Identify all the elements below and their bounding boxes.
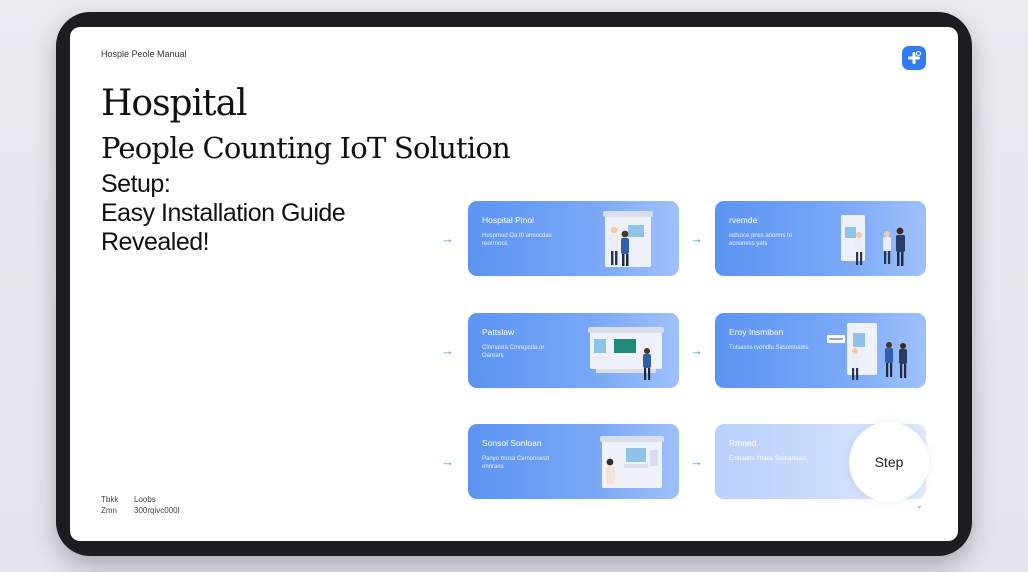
arrow-icon: →	[441, 343, 454, 358]
page-subtitle: People Counting IoT Solution	[101, 131, 511, 165]
step-card-4[interactable]: Eroy Insmiban Tulsasss rvondlu Sasoinoam…	[715, 313, 926, 388]
step-card-title: Pattslaw	[482, 327, 515, 337]
sign-and-kiosk-illustration	[827, 323, 907, 380]
tagline-line-2: Easy Installation Guide	[101, 199, 346, 227]
step-button-label: Step	[874, 454, 904, 470]
step-button[interactable]: Step	[849, 422, 929, 502]
step-card-title: Hospital Pinol	[482, 215, 534, 225]
arrow-icon: →	[690, 454, 703, 469]
step-card-3[interactable]: Pattslaw Clnmaora Cmrepcda or Oanrars	[468, 313, 679, 388]
manual-label: Hosple Peole Manual	[101, 49, 187, 59]
plus-logo-icon	[902, 46, 926, 70]
step-card-1[interactable]: Hospital Pinol Hospmod Oa t0 annocdas re…	[468, 201, 679, 276]
reception-counter-illustration	[600, 436, 664, 488]
step-card-description: wdsoce pnss anorms to acnoness yats	[729, 233, 793, 247]
meta-label-1: Tbkk	[101, 495, 119, 504]
screen: Hosple Peole Manual Hospital People Coun…	[70, 27, 958, 541]
desk-monitor-illustration	[588, 327, 664, 380]
step-card-description: Hospmod Oa t0 annocdas reorrnoos	[482, 233, 552, 247]
step-card-description: Tulsasss rvondlu Sasoinoams	[729, 345, 809, 351]
step-card-5[interactable]: Sonsol Sonloan Panyo mosa Cemoncesrt enn…	[468, 424, 679, 499]
page-title: Hospital	[101, 83, 248, 124]
arrow-icon: →	[441, 231, 454, 246]
meta-value-1: Loobs	[134, 495, 156, 504]
step-card-title: Rmned	[729, 438, 757, 448]
arrow-icon: →	[690, 343, 703, 358]
step-card-description: Emnaons Ynaos Sosnanoars	[729, 456, 807, 462]
kiosk-with-people-illustration	[603, 211, 653, 267]
step-card-title: Sonsol Sonloan	[482, 438, 542, 448]
arrow-icon: →	[441, 454, 454, 469]
tagline-line-3: Revealed!	[101, 228, 210, 256]
corner-mark: ⌄	[916, 501, 923, 510]
step-card-title: rvemde	[729, 215, 758, 225]
meta-label-2: Zmn	[101, 506, 117, 515]
step-card-description: Panyo mosa Cemoncesrt ennrans	[482, 456, 550, 470]
terminal-with-people-illustration	[841, 215, 905, 266]
step-card-title: Eroy Insmiban	[729, 327, 784, 337]
step-card-2[interactable]: rvemde wdsoce pnss anorms to acnoness ya…	[715, 201, 926, 276]
meta-value-2: 300rqivc000l	[134, 506, 180, 515]
tagline-line-1: Setup:	[101, 170, 171, 198]
arrow-icon: →	[690, 231, 703, 246]
step-card-description: Clnmaora Cmrepcda or Oanrars	[482, 345, 545, 359]
